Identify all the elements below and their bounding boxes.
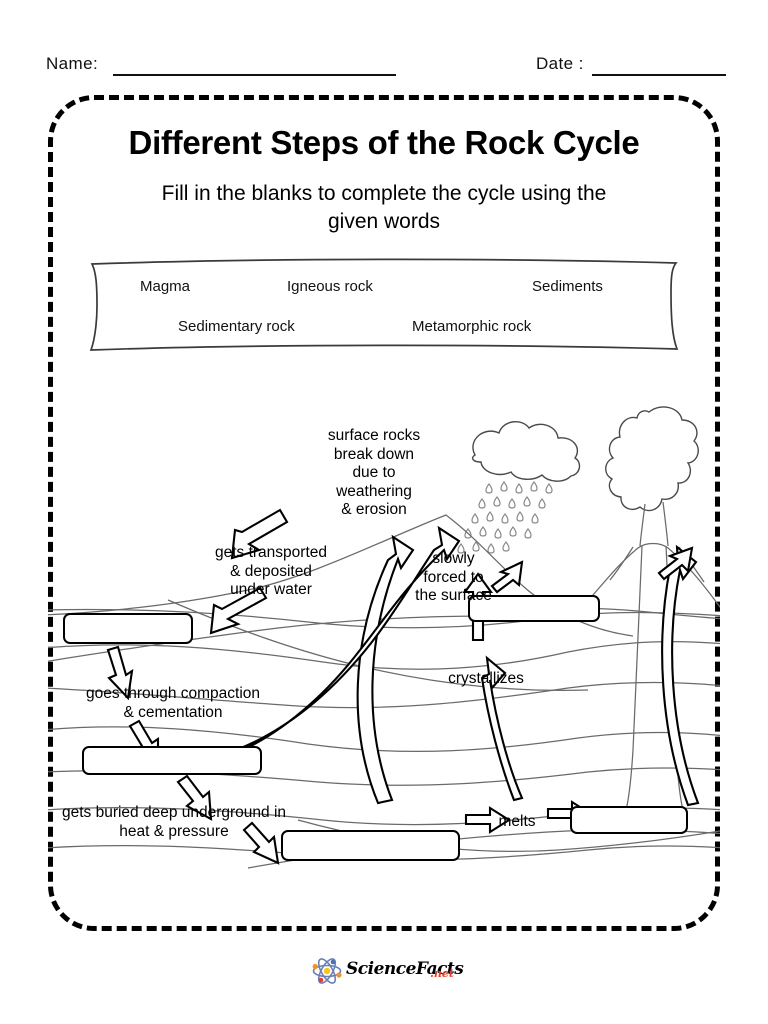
word-bank-item-sediments[interactable]: Sediments — [532, 278, 603, 295]
rain-cloud-icon — [471, 421, 581, 482]
uplift-arrow-right — [661, 544, 700, 807]
label-forced-to-surface: slowly forced to the surface — [415, 550, 492, 604]
label-transported: gets transported & deposited under water — [214, 544, 327, 598]
word-bank-scroll-shape — [89, 258, 679, 351]
date-label: Date : — [536, 54, 584, 73]
volcano-plume-icon — [605, 406, 699, 547]
pointer-arrow-forced — [490, 560, 524, 594]
uplift-arrow-left-2 — [134, 525, 461, 771]
blank-metamorphic-rock[interactable] — [281, 830, 460, 861]
pointer-arrow-buried — [176, 774, 213, 821]
name-label: Name: — [46, 54, 99, 73]
raindrops-icon — [457, 481, 553, 554]
pointer-arrow-igneous — [657, 546, 694, 581]
uplift-arrow-left — [356, 534, 415, 805]
blank-sedimentary-rock[interactable] — [82, 746, 262, 775]
label-weathering: surface rocks break down due to weatheri… — [327, 427, 421, 518]
blank-igneous-rock[interactable] — [468, 595, 600, 622]
logo-tld-text: .net — [430, 967, 454, 980]
rock-cycle-diagram: .terrain{fill:none;stroke:#6a6a6a;stroke… — [48, 400, 720, 900]
student-info-row: Name: Date : — [0, 54, 768, 86]
pointer-arrow-compaction — [106, 645, 134, 701]
word-bank: Magma Igneous rock Sediments Sedimentary… — [82, 254, 686, 358]
worksheet-border — [48, 95, 720, 931]
pointer-arrow-to-metamorphic — [242, 821, 280, 865]
date-write-in-line[interactable] — [592, 74, 726, 76]
label-crystallizes: crystallizes — [448, 670, 524, 687]
label-buried: gets buried deep underground in heat & p… — [61, 804, 287, 840]
pointer-arrow-melts-left — [464, 806, 511, 834]
pointer-arrow-transported — [209, 586, 268, 635]
logo-brand-text: ScienceFacts — [346, 959, 464, 979]
instructions-text: Fill in the blanks to complete the cycle… — [161, 182, 607, 233]
word-bank-item-igneous-rock[interactable]: Igneous rock — [287, 278, 373, 295]
label-compaction: goes through compaction & cementation — [85, 685, 261, 721]
page-title: Different Steps of the Rock Cycle — [128, 124, 640, 161]
blank-magma[interactable] — [570, 806, 688, 834]
atom-icon — [312, 958, 342, 984]
label-melts: melts — [498, 813, 536, 830]
name-write-in-line[interactable] — [113, 74, 396, 76]
crystallize-feeder-arrow — [480, 655, 524, 802]
word-bank-item-magma[interactable]: Magma — [140, 278, 191, 295]
word-bank-item-sedimentary-rock[interactable]: Sedimentary rock — [178, 318, 295, 335]
pointer-arrow-weathering — [230, 508, 289, 560]
word-bank-item-metamorphic-rock[interactable]: Metamorphic rock — [412, 318, 532, 335]
sciencefacts-logo[interactable]: ScienceFacts .net — [312, 958, 464, 984]
blank-sediments[interactable] — [63, 613, 193, 644]
